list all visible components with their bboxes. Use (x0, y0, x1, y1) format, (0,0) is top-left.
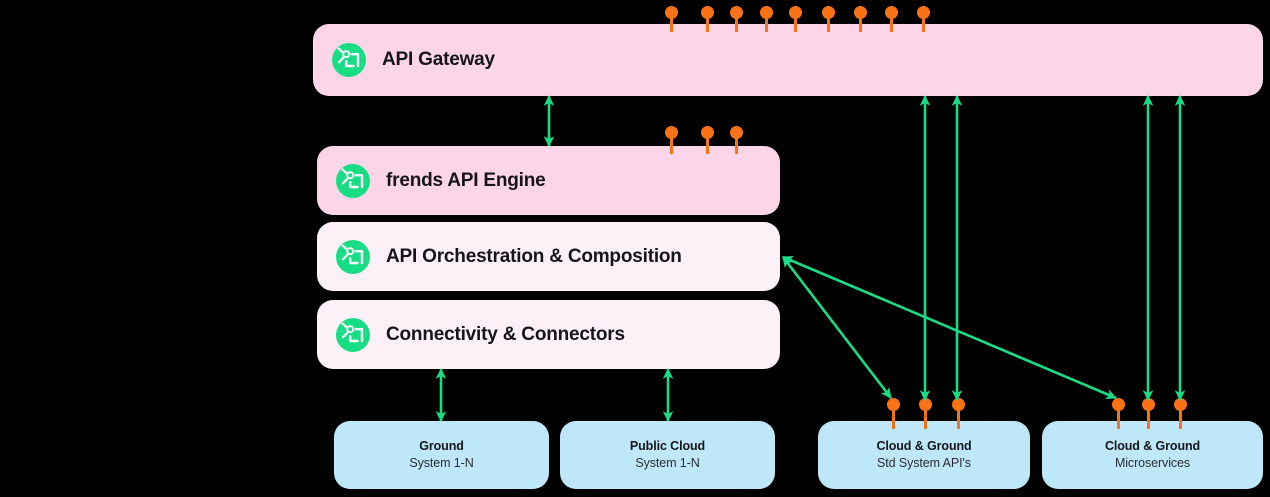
pin-head (664, 6, 678, 19)
layer-label: API Orchestration & Composition (386, 245, 682, 267)
pin-stem (734, 14, 738, 32)
pin-stem (923, 406, 927, 429)
pin-head (886, 398, 900, 411)
pin-stem (956, 406, 960, 429)
pin-stem (921, 14, 925, 32)
pin-head (1111, 398, 1125, 411)
endpoint-pin-gateway-top-2[interactable] (700, 6, 714, 32)
pin-head (918, 398, 932, 411)
endpoint-pin-systems-top-1[interactable] (886, 398, 900, 429)
system-box-cloud-ground-std-system-apis[interactable]: Cloud & Ground Std System API's (818, 421, 1030, 489)
pin-head (821, 6, 835, 19)
pin-stem (889, 14, 893, 32)
frends-logo-icon (336, 163, 370, 198)
pin-head (788, 6, 802, 19)
endpoint-pin-gateway-top-3[interactable] (729, 6, 743, 32)
layer-label: frends API Engine (386, 169, 546, 191)
system-subtitle: System 1-N (635, 456, 700, 470)
layer-label: Connectivity & Connectors (386, 323, 625, 345)
endpoint-pin-gateway-top-7[interactable] (853, 6, 867, 32)
pin-head (729, 6, 743, 19)
pin-head (853, 6, 867, 19)
system-box-cloud-ground-microservices[interactable]: Cloud & Ground Microservices (1042, 421, 1263, 489)
endpoint-pin-gateway-top-1[interactable] (664, 6, 678, 32)
endpoint-pin-gateway-top-6[interactable] (821, 6, 835, 32)
pin-head (951, 398, 965, 411)
frends-logo-icon (336, 239, 370, 274)
layer-label: API Gateway (382, 49, 495, 70)
system-title: Cloud & Ground (1104, 439, 1201, 454)
pin-stem (1178, 406, 1182, 429)
pin-stem (793, 14, 797, 32)
pin-head (759, 6, 773, 19)
pin-stem (1146, 406, 1150, 429)
pin-stem (705, 14, 709, 32)
pin-head (700, 6, 714, 19)
endpoint-pin-engine-top-2[interactable] (700, 126, 714, 154)
pin-stem (891, 406, 895, 429)
connector-orchestration-to-microservices (782, 255, 1117, 400)
layer-box-api-gateway[interactable]: API Gateway (313, 24, 1263, 96)
pin-stem (1116, 406, 1120, 429)
layer-box-connectivity-connectors[interactable]: Connectivity & Connectors (317, 300, 780, 369)
endpoint-pin-gateway-top-5[interactable] (788, 6, 802, 32)
pin-stem (734, 134, 738, 154)
layer-box-api-orchestration-composition[interactable]: API Orchestration & Composition (317, 222, 780, 291)
endpoint-pin-gateway-top-9[interactable] (916, 6, 930, 32)
pin-head (884, 6, 898, 19)
pin-head (664, 126, 678, 139)
pin-head (700, 126, 714, 139)
frends-logo-icon (336, 317, 370, 352)
endpoint-pin-systems-top-3[interactable] (951, 398, 965, 429)
endpoint-pin-engine-top-1[interactable] (664, 126, 678, 154)
endpoint-pin-systems-top-4[interactable] (1111, 398, 1125, 429)
endpoint-pin-gateway-top-4[interactable] (759, 6, 773, 32)
system-box-public-cloud[interactable]: Public Cloud System 1-N (560, 421, 775, 489)
endpoint-pin-systems-top-5[interactable] (1141, 398, 1155, 429)
endpoint-pin-systems-top-6[interactable] (1173, 398, 1187, 429)
system-subtitle: Std System API's (877, 456, 971, 470)
pin-head (1173, 398, 1187, 411)
pin-head (916, 6, 930, 19)
system-box-ground[interactable]: Ground System 1-N (334, 421, 549, 489)
pin-stem (764, 14, 768, 32)
frends-logo-icon (332, 43, 366, 77)
endpoint-pin-engine-top-3[interactable] (729, 126, 743, 154)
pin-stem (669, 14, 673, 32)
endpoint-pin-systems-top-2[interactable] (918, 398, 932, 429)
connector-orchestration-to-std-system-api (781, 256, 893, 399)
endpoint-pin-gateway-top-8[interactable] (884, 6, 898, 32)
system-title: Ground (419, 439, 464, 454)
pin-head (729, 126, 743, 139)
pin-stem (858, 14, 862, 32)
pin-head (1141, 398, 1155, 411)
pin-stem (826, 14, 830, 32)
pin-stem (669, 134, 673, 154)
layer-box-frends-api-engine[interactable]: frends API Engine (317, 146, 780, 215)
system-subtitle: Microservices (1114, 456, 1191, 470)
pin-stem (705, 134, 709, 154)
system-subtitle: System 1-N (409, 456, 474, 470)
system-title: Cloud & Ground (876, 439, 972, 454)
system-title: Public Cloud (629, 439, 706, 454)
